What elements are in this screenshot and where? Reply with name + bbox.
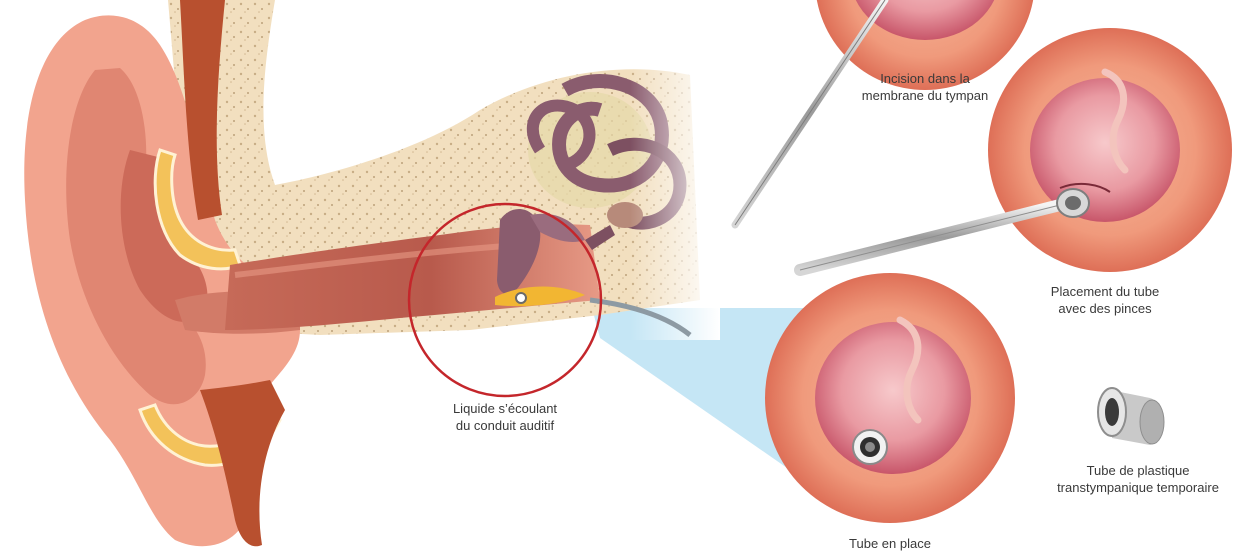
caption-fluid: Liquide s’écoulant du conduit auditif (430, 400, 580, 434)
tympanostomy-tube-in-drum (853, 430, 887, 464)
eardrum-tube-in-place (765, 273, 1015, 523)
caption-incision: Incision dans la membrane du tympan (845, 70, 1005, 104)
caption-plastic-tube: Tube de plastique transtympanique tempor… (1038, 462, 1238, 496)
plastic-tube-icon (1098, 388, 1164, 445)
forceps-tube (1057, 189, 1089, 217)
caption-placement: Placement du tube avec des pinces (1030, 283, 1180, 317)
small-tube-in-drum (516, 293, 526, 303)
eardrum-placement (988, 28, 1232, 272)
caption-tube-in-place: Tube en place (830, 535, 950, 552)
